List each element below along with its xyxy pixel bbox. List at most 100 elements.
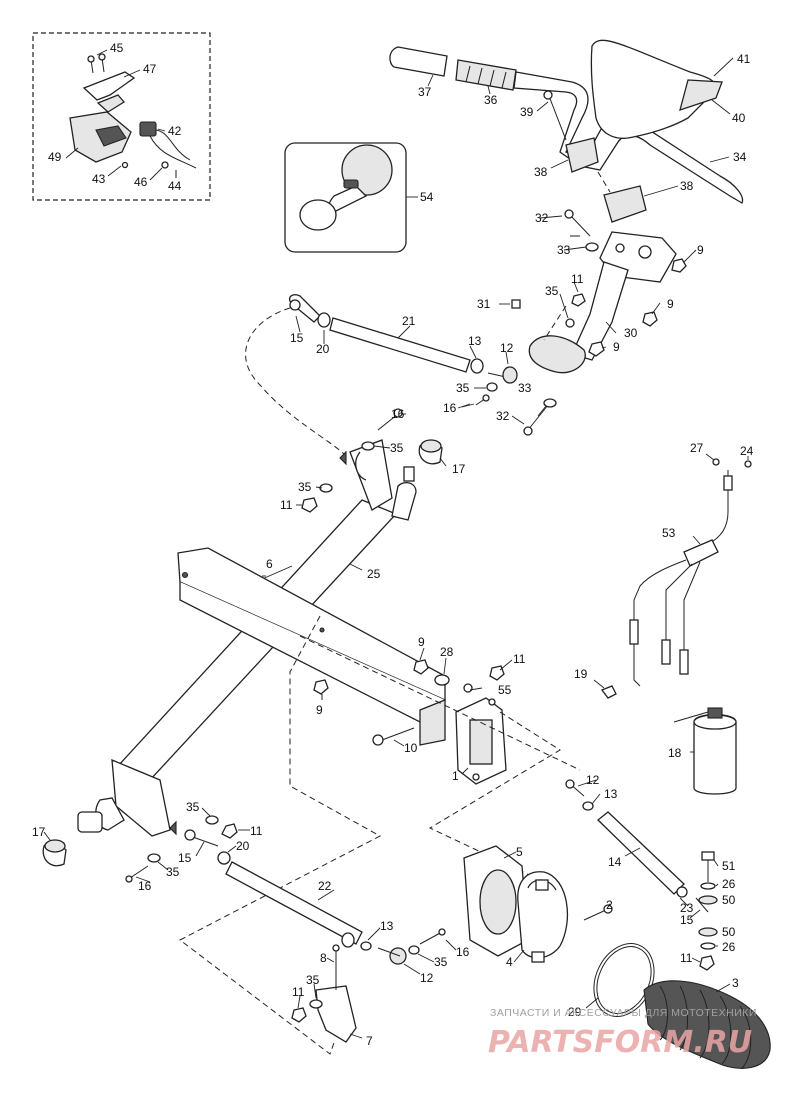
watermark-tagline: ЗАПЧАСТИ И АКСЕССУАРЫ ДЛЯ МОТОТЕХНИКИ [490, 1007, 757, 1019]
callout-17a: 17 [452, 462, 466, 476]
callout-14: 14 [608, 855, 622, 869]
callout-15b: 15 [178, 851, 192, 865]
callout-19: 19 [574, 667, 588, 681]
callout-20b: 20 [236, 839, 250, 853]
callout-49: 49 [48, 150, 62, 164]
callout-39: 39 [520, 105, 534, 119]
callout-40: 40 [732, 111, 746, 125]
callout-35d: 35 [298, 480, 312, 494]
callout-9c: 9 [613, 340, 620, 354]
callout-41: 41 [737, 52, 751, 66]
callout-31: 31 [477, 297, 491, 311]
callout-15a: 15 [290, 331, 304, 345]
right-tie-rod [565, 779, 719, 971]
callout-13b: 13 [604, 787, 618, 801]
callout-28: 28 [440, 645, 454, 659]
callout-35f: 35 [166, 865, 180, 879]
callout-2: 2 [606, 898, 613, 912]
watermark-logo: PARTSFORM.RU [488, 1025, 752, 1060]
upper-tie-rod [245, 294, 518, 456]
callout-38a: 38 [534, 165, 548, 179]
callout-44: 44 [168, 179, 182, 193]
callout-22: 22 [318, 879, 332, 893]
callout-9a: 9 [697, 243, 704, 257]
callout-53: 53 [662, 526, 676, 540]
callout-12b: 12 [586, 773, 600, 787]
callout-50b: 50 [722, 925, 736, 939]
callout-11e: 11 [680, 951, 693, 965]
callout-26a: 26 [722, 877, 736, 891]
callout-13c: 13 [380, 919, 394, 933]
cable-assembly [593, 453, 752, 699]
callout-35a: 35 [545, 284, 559, 298]
callout-26b: 26 [722, 940, 736, 954]
callout-8: 8 [320, 951, 327, 965]
callout-32b: 32 [496, 409, 510, 423]
callout-11b: 11 [280, 498, 293, 512]
handlebar-assembly [389, 39, 744, 223]
callout-17b: 17 [32, 825, 46, 839]
callout-51: 51 [722, 859, 736, 873]
callout-13a: 13 [468, 334, 482, 348]
callout-38b: 38 [680, 179, 694, 193]
callout-11d: 11 [250, 824, 263, 838]
callout-23: 23 [680, 901, 694, 915]
callout-30: 30 [624, 326, 638, 340]
callout-7: 7 [366, 1034, 373, 1048]
callout-12a: 12 [500, 341, 514, 355]
callout-18: 18 [668, 746, 682, 760]
callout-50a: 50 [722, 893, 736, 907]
callout-3: 3 [732, 976, 739, 990]
lower-tie-rod [225, 861, 457, 1043]
steering-shaft [42, 403, 471, 883]
switch-assembly-inset [32, 32, 211, 201]
callout-25: 25 [367, 567, 381, 581]
callout-11f: 11 [292, 985, 305, 999]
callout-6: 6 [266, 557, 273, 571]
callout-35b: 35 [456, 381, 470, 395]
callout-12c: 12 [420, 971, 434, 985]
callout-11c: 11 [513, 652, 526, 666]
callout-45: 45 [110, 41, 124, 55]
callout-9b: 9 [667, 297, 674, 311]
callout-35h: 35 [306, 973, 320, 987]
callout-32a: 32 [535, 211, 549, 225]
callout-4: 4 [506, 955, 513, 969]
callout-15c: 15 [680, 913, 694, 927]
callout-55: 55 [498, 683, 512, 697]
callout-11a: 11 [571, 272, 584, 286]
callout-29: 29 [568, 1005, 582, 1019]
callout-24: 24 [740, 444, 754, 458]
callout-9e: 9 [316, 703, 323, 717]
callout-33a: 33 [557, 243, 571, 257]
callout-46: 46 [134, 175, 148, 189]
callout-54: 54 [420, 190, 434, 204]
callout-47: 47 [143, 62, 157, 76]
callout-16b: 16 [391, 407, 405, 421]
callout-37: 37 [418, 85, 432, 99]
horn-detail [284, 142, 418, 253]
callout-35c: 35 [390, 441, 404, 455]
callout-43: 43 [92, 172, 106, 186]
callout-5: 5 [516, 845, 523, 859]
callout-34: 34 [733, 150, 747, 164]
callout-42: 42 [168, 124, 182, 138]
callout-10: 10 [404, 741, 418, 755]
watermark: ЗАПЧАСТИ И АКСЕССУАРЫ ДЛЯ МОТОТЕХНИКИ PA… [488, 1007, 757, 1060]
callout-27: 27 [690, 441, 704, 455]
callout-16d: 16 [456, 945, 470, 959]
callout-16c: 16 [138, 879, 152, 893]
callout-21: 21 [402, 314, 416, 328]
callout-35e: 35 [186, 800, 200, 814]
callout-33b: 33 [518, 381, 532, 395]
boot-and-clamps [463, 845, 771, 1069]
callout-16a: 16 [443, 401, 457, 415]
callout-35g: 35 [434, 955, 448, 969]
frame-cross-member [177, 547, 581, 1055]
lubricant-can [673, 707, 737, 795]
callout-labels: 45 47 42 49 43 46 44 37 36 39 41 40 34 3… [32, 41, 754, 1048]
callout-36: 36 [484, 93, 498, 107]
callout-9d: 9 [418, 635, 425, 649]
steering-stem-assembly [499, 209, 697, 436]
